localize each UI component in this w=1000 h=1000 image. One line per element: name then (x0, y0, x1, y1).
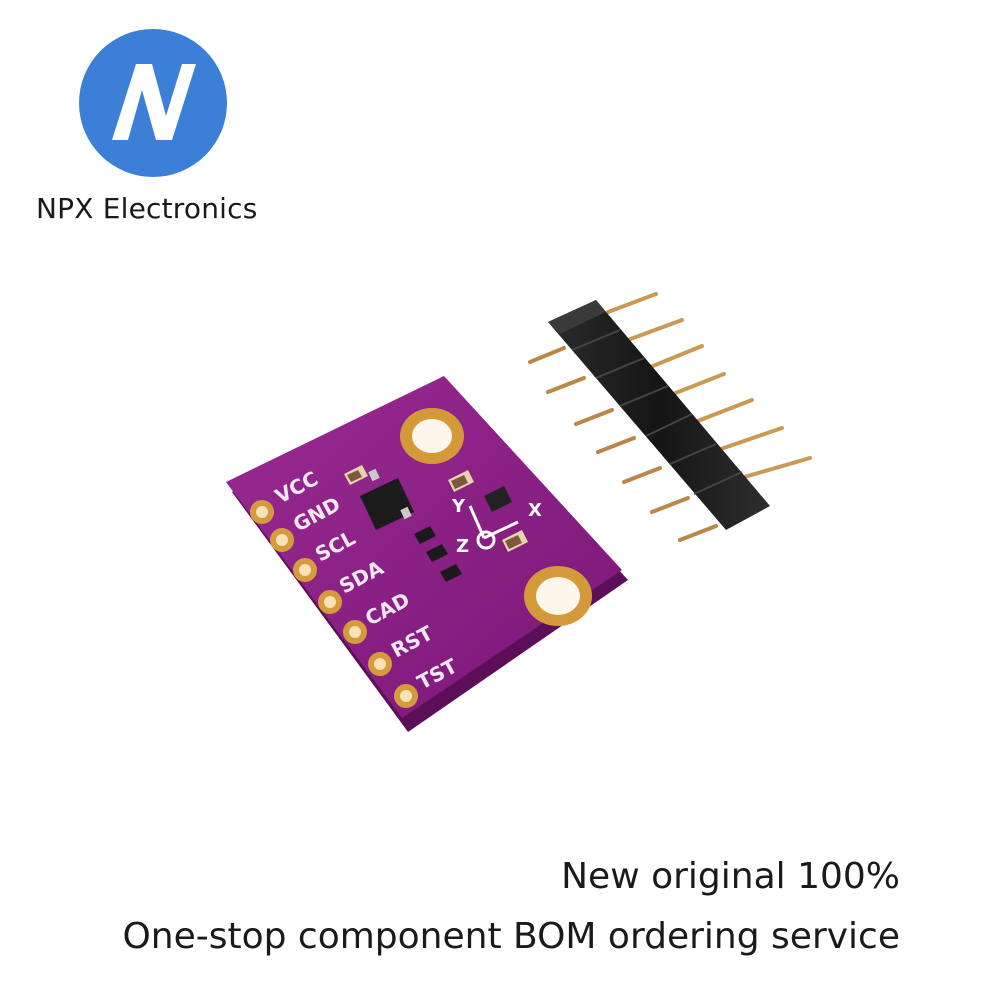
axis-diagram (468, 505, 519, 550)
brand-logo-icon (79, 29, 227, 177)
pcb-board (226, 376, 622, 718)
axis-label-x: X (528, 500, 542, 521)
header-pins-long (606, 292, 812, 482)
smd-components (344, 465, 528, 582)
tagline-new-original: New original 100% (561, 856, 900, 897)
axis-label-y: Y (451, 496, 466, 517)
header-pins-short (528, 346, 718, 542)
tagline-bom-service: One-stop component BOM ordering service (122, 916, 900, 957)
mounting-hole (400, 408, 464, 464)
brand-name: NPX Electronics (36, 192, 258, 225)
regulator-chip (360, 468, 414, 530)
mounting-hole (524, 566, 592, 626)
axis-label-z: Z (456, 536, 469, 557)
pin-header-body (548, 300, 770, 530)
